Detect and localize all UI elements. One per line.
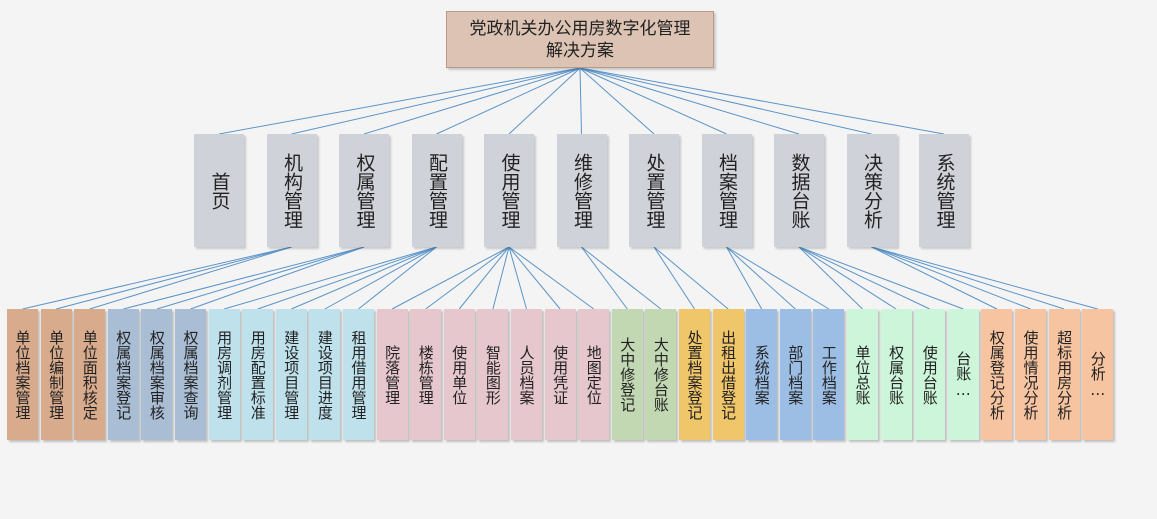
module-to-leaf-line <box>871 246 998 310</box>
module-to-leaf-line <box>458 246 510 310</box>
leaf-node: 部门档案 <box>779 309 811 440</box>
module-to-leaf-line <box>190 246 365 310</box>
module-to-leaf-line <box>798 246 930 310</box>
module-to-leaf-line <box>726 246 763 310</box>
module-to-leaf-line <box>726 246 830 310</box>
leaf-node: 出租出借登记 <box>712 309 744 440</box>
module-to-leaf-line <box>492 246 510 310</box>
leaf-node: 楼栋管理 <box>410 309 442 440</box>
leaf-node: 建设项目管理 <box>275 309 307 440</box>
module-to-leaf-line <box>581 246 662 310</box>
module-rights: 权属管理 <box>339 134 389 247</box>
leaf-node: 使用情况分析 <box>1015 309 1046 440</box>
leaf-node: 智能图形 <box>477 309 509 440</box>
module-repair: 维修管理 <box>556 134 607 247</box>
leaf-node: 单位档案管理 <box>7 309 38 440</box>
leaf-node: 分析… <box>1082 309 1114 440</box>
root-node: 党政机关办公用房数字化管理 解决方案 <box>446 11 714 68</box>
module-system: 系统管理 <box>919 134 969 247</box>
leaf-node: 权属档案登记 <box>107 309 139 440</box>
module-alloc: 配置管理 <box>411 134 462 247</box>
leaf-node: 超标用房分析 <box>1048 309 1080 440</box>
root-to-module-line <box>579 67 872 135</box>
module-ledger: 数据台账 <box>774 134 824 247</box>
leaf-node: 使用凭证 <box>544 309 576 440</box>
module-to-leaf-line <box>653 246 729 310</box>
root-to-module-line <box>508 67 581 135</box>
leaf-node: 系统档案 <box>746 309 778 440</box>
root-to-module-line <box>218 67 581 135</box>
module-dispose: 处置管理 <box>629 134 679 247</box>
leaf-node: 大中修登记 <box>611 309 643 440</box>
leaf-node: 单位面积核定 <box>74 309 106 440</box>
module-to-leaf-line <box>123 246 365 310</box>
leaf-node: 使用台账 <box>914 309 946 440</box>
leaf-node: 权属登记分析 <box>981 309 1013 440</box>
module-to-leaf-line <box>425 246 510 310</box>
module-to-leaf-line <box>508 246 527 310</box>
leaf-node: 用房调剂管理 <box>208 309 240 440</box>
module-to-leaf-line <box>798 246 863 310</box>
module-home: 首页 <box>194 134 244 247</box>
leaf-node: 单位编制管理 <box>40 309 72 440</box>
root-title-line1: 党政机关办公用房数字化管理 <box>469 18 691 39</box>
root-title-line2: 解决方案 <box>546 40 614 61</box>
module-to-leaf-line <box>22 246 292 310</box>
leaf-node: 权属台账 <box>880 309 912 440</box>
leaf-node: 台账… <box>947 309 979 440</box>
module-to-leaf-line <box>798 246 897 310</box>
leaf-node: 大中修台账 <box>645 309 677 440</box>
leaf-node: 地图定位 <box>578 309 610 440</box>
root-to-module-line <box>579 67 800 135</box>
leaf-node: 用房配置标准 <box>242 309 274 440</box>
leaf-node: 工作档案 <box>813 309 845 440</box>
leaf-node: 权属档案审核 <box>141 309 173 440</box>
module-to-leaf-line <box>324 246 437 310</box>
module-to-leaf-line <box>653 246 695 310</box>
module-to-leaf-line <box>508 246 561 310</box>
module-to-leaf-line <box>156 246 365 310</box>
leaf-node: 权属档案查询 <box>175 309 206 440</box>
root-to-module-line <box>291 67 581 135</box>
module-to-leaf-line <box>55 246 292 310</box>
module-org: 机构管理 <box>266 134 317 247</box>
module-to-leaf-line <box>291 246 437 310</box>
module-to-leaf-line <box>358 246 437 310</box>
root-to-module-line <box>579 67 727 135</box>
module-decision: 决策分析 <box>846 134 897 247</box>
leaf-node: 单位总账 <box>847 309 878 440</box>
module-archive: 档案管理 <box>701 134 752 247</box>
module-to-leaf-line <box>89 246 292 310</box>
leaf-node: 人员档案 <box>511 309 542 440</box>
root-to-module-line <box>579 67 582 135</box>
module-to-leaf-line <box>726 246 796 310</box>
module-to-leaf-line <box>581 246 628 310</box>
module-to-leaf-line <box>223 246 437 310</box>
module-to-leaf-line <box>508 246 594 310</box>
root-to-module-line <box>363 67 581 135</box>
module-to-leaf-line <box>871 246 1065 310</box>
root-to-module-line <box>579 67 945 135</box>
root-to-module-line <box>579 67 655 135</box>
module-to-leaf-line <box>871 246 1098 310</box>
module-use: 使用管理 <box>484 134 534 247</box>
module-to-leaf-line <box>798 246 964 310</box>
leaf-node: 院落管理 <box>376 309 408 440</box>
leaf-node: 使用单位 <box>443 309 475 440</box>
leaf-node: 处置档案登记 <box>679 309 710 440</box>
root-to-module-line <box>436 67 581 135</box>
leaf-node: 建设项目进度 <box>309 309 341 440</box>
leaf-node: 租用借用管理 <box>343 309 374 440</box>
module-to-leaf-line <box>391 246 510 310</box>
module-to-leaf-line <box>257 246 437 310</box>
module-to-leaf-line <box>871 246 1031 310</box>
